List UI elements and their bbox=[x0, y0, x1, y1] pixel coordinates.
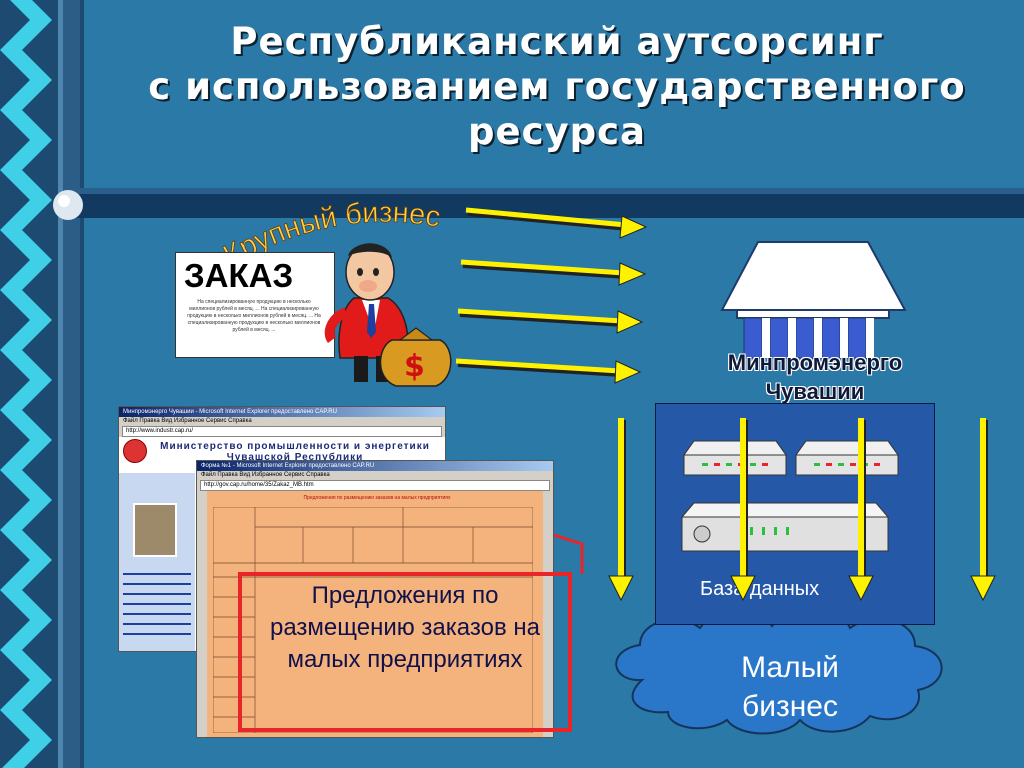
server-icon bbox=[680, 502, 890, 552]
proposals-document: Предложения по размещению заказов на мал… bbox=[207, 491, 543, 737]
chevron-shape bbox=[0, 650, 52, 710]
arrow-big-business-4 bbox=[455, 358, 642, 384]
title-line-2: с использованием государственного bbox=[148, 65, 966, 108]
small-business-line1: Малый bbox=[741, 651, 839, 684]
government-building-icon bbox=[720, 241, 907, 359]
browser-menu-bar: Файл Правка Вид Избранное Сервис Справка bbox=[201, 472, 330, 478]
chevron-shape bbox=[0, 350, 52, 410]
chevron-shape bbox=[0, 290, 52, 350]
order-heading: ЗАКАЗ bbox=[184, 257, 294, 294]
browser-address-bar: http://gov.cap.ru/home/35/Zakaz_MB.htm bbox=[200, 480, 550, 491]
emblem-icon bbox=[123, 439, 147, 463]
chevron-shape bbox=[0, 0, 52, 50]
chevron-shape bbox=[0, 470, 52, 530]
browser-title-bar: Минпромэнерго Чувашии - Microsoft Intern… bbox=[119, 407, 445, 417]
small-business-line2: бизнес bbox=[742, 690, 838, 723]
browser-address-bar: http://www.industr.cap.ru/ bbox=[122, 426, 442, 437]
vertical-arrows bbox=[608, 418, 996, 602]
arrow-big-business-2 bbox=[460, 259, 647, 286]
chevron-shape bbox=[0, 530, 52, 590]
chevron-shape bbox=[0, 110, 52, 170]
chevron-shape bbox=[0, 710, 52, 768]
site-sidebar bbox=[119, 473, 195, 651]
order-document: ЗАКАЗ На специализированную продукцию в … bbox=[175, 252, 335, 358]
ministry-name-line2: Чувашии bbox=[765, 379, 865, 404]
ministry-name: Минпромэнерго Чувашии bbox=[690, 348, 940, 406]
businessman-icon: $ bbox=[324, 243, 452, 387]
chevron-shape bbox=[0, 230, 52, 290]
site-header: Министерство промышленности и энергетики… bbox=[160, 441, 430, 463]
arrow-down-1 bbox=[608, 418, 634, 602]
database-label: База данных bbox=[700, 578, 820, 600]
browser-title-bar: Форма №1 - Microsoft Internet Explorer п… bbox=[197, 461, 553, 471]
chevron-shape bbox=[0, 50, 52, 110]
proposal-callout: Предложения по размещению заказов на мал… bbox=[238, 572, 572, 732]
portrait-photo bbox=[133, 503, 177, 557]
title-line-1: Республиканский аутсорсинг bbox=[230, 20, 884, 63]
proposals-table bbox=[213, 507, 533, 733]
arrow-down-2 bbox=[730, 418, 756, 602]
router-icon bbox=[683, 440, 787, 476]
small-business-label: Малый бизнес bbox=[640, 648, 940, 726]
arrow-down-4 bbox=[970, 418, 996, 602]
arrow-big-business-1 bbox=[465, 207, 648, 239]
order-fine-print: На специализированную продукцию в нескол… bbox=[187, 299, 321, 333]
proposal-text: Предложения по размещению заказов на мал… bbox=[270, 582, 540, 673]
title-line-3: ресурса bbox=[467, 110, 647, 153]
dollar-sign-icon: $ bbox=[404, 349, 425, 384]
chevron-shape bbox=[0, 410, 52, 470]
chevron-shape bbox=[0, 590, 52, 650]
ministry-name-line1: Минпромэнерго bbox=[727, 350, 903, 375]
browser-menu-bar: Файл Правка Вид Избранное Сервис Справка bbox=[123, 418, 252, 424]
chevron-pattern bbox=[0, 0, 52, 768]
chevron-shape bbox=[0, 170, 52, 230]
browser-window-proposals: Форма №1 - Microsoft Internet Explorer п… bbox=[196, 460, 554, 738]
document-heading: Предложения по размещению заказов на мал… bbox=[303, 495, 451, 501]
arrow-down-3 bbox=[848, 418, 874, 602]
arrow-big-business-3 bbox=[457, 308, 644, 334]
